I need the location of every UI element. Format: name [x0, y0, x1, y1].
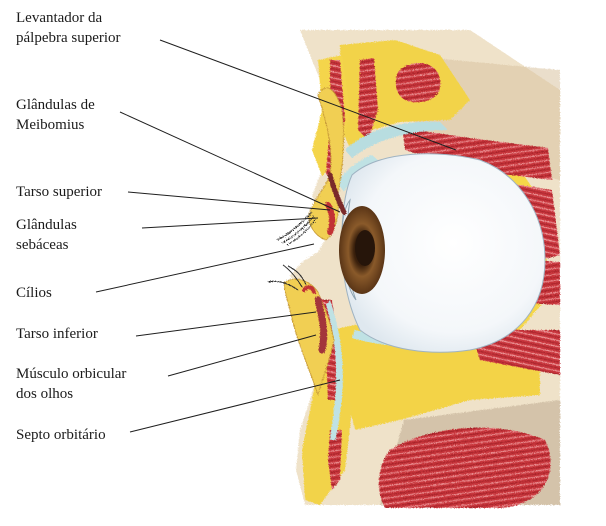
label-musculo-orbicular-dos-olhos: Músculo orbicular dos olhos — [16, 364, 126, 404]
label-glandulas-de-meibomius: Glândulas de Meibomius — [16, 95, 95, 135]
label-line: Levantador da — [16, 8, 121, 28]
label-cilios: Cílios — [16, 283, 52, 303]
label-tarso-inferior: Tarso inferior — [16, 324, 98, 344]
leader-cilios — [96, 244, 314, 292]
label-line: pálpebra superior — [16, 28, 121, 48]
label-line: sebáceas — [16, 235, 77, 255]
label-line: Septo orbitário — [16, 425, 106, 445]
pupil — [355, 230, 375, 266]
label-line: Cílios — [16, 283, 52, 303]
eyeball — [339, 154, 545, 352]
leader-tarso-superior — [128, 192, 330, 210]
label-line: Tarso superior — [16, 182, 102, 202]
label-septo-orbitario: Septo orbitário — [16, 425, 106, 445]
label-line: Músculo orbicular — [16, 364, 126, 384]
label-tarso-superior: Tarso superior — [16, 182, 102, 202]
label-line: Tarso inferior — [16, 324, 98, 344]
leader-sebaceas — [142, 218, 318, 228]
label-levantador-palpebra-superior: Levantador da pálpebra superior — [16, 8, 121, 48]
label-line: dos olhos — [16, 384, 126, 404]
leader-orbicular — [168, 335, 316, 376]
leader-meibomius — [120, 112, 340, 212]
label-glandulas-sebaceas: Glândulas sebáceas — [16, 215, 77, 255]
label-line: Glândulas — [16, 215, 77, 235]
label-line: Meibomius — [16, 115, 95, 135]
leader-tarso-inferior — [136, 312, 316, 336]
label-line: Glândulas de — [16, 95, 95, 115]
